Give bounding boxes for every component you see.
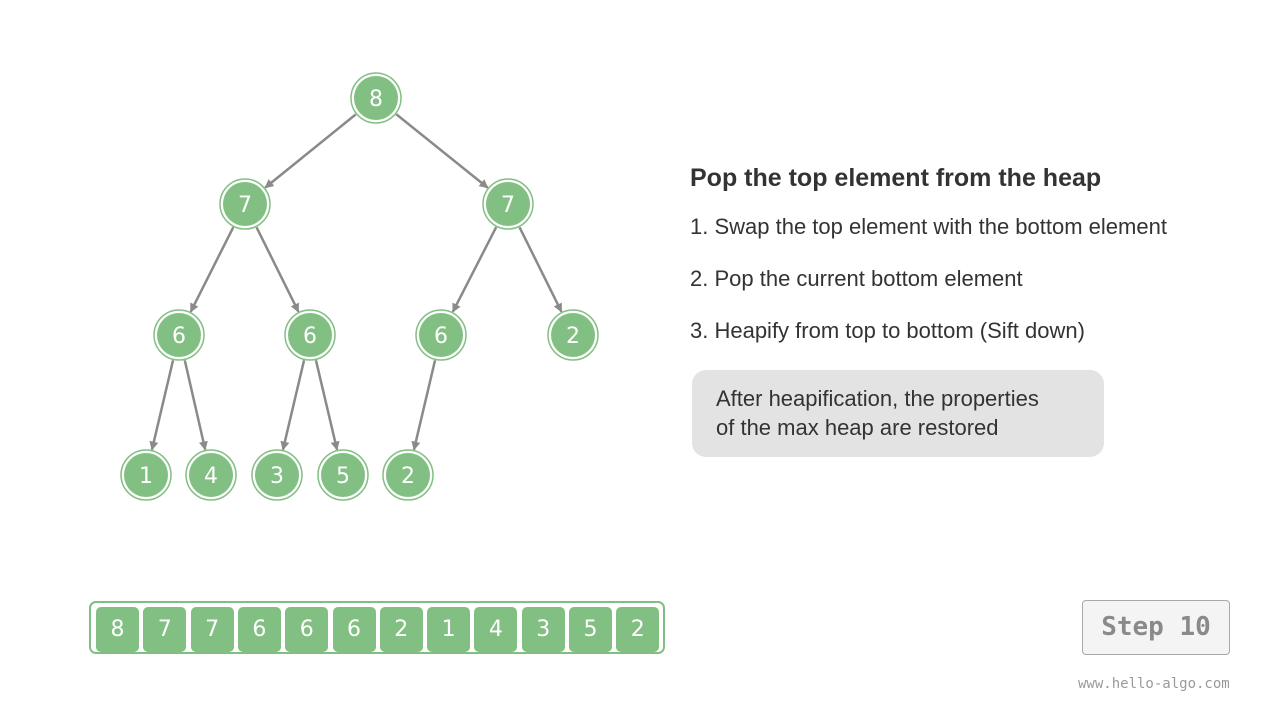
tree-edge [189, 226, 235, 313]
tree-node-circle [288, 313, 332, 357]
tree-node-value: 8 [369, 87, 383, 112]
tree-node: 7 [219, 178, 271, 230]
array-cell: 2 [616, 607, 660, 652]
array-cell: 6 [285, 607, 329, 652]
tree-node-value: 2 [401, 464, 415, 489]
tree-node-circle [124, 453, 168, 497]
tree-node-circle [486, 182, 530, 226]
note-callout: After heapification, the properties of t… [692, 370, 1104, 457]
array-cell: 7 [190, 607, 234, 652]
tree-node: 2 [382, 449, 434, 501]
tree-node: 6 [415, 309, 467, 361]
tree-node-circle [157, 313, 201, 357]
array-cell: 6 [237, 607, 281, 652]
array-cell: 8 [96, 607, 139, 652]
tree-node-value: 3 [270, 464, 284, 489]
tree-node-circle [255, 453, 299, 497]
tree-node-value: 5 [336, 464, 350, 489]
step-heapify-text: 3. Heapify from top to bottom (Sift down… [690, 318, 1085, 343]
tree-node-value: 6 [303, 324, 317, 349]
tree-edge [451, 226, 498, 313]
tree-node: 8 [350, 72, 402, 124]
tree-edge [518, 226, 563, 313]
tree-edge [255, 226, 300, 313]
tree-node: 1 [120, 449, 172, 501]
tree-node: 6 [284, 309, 336, 361]
array-cell: 7 [143, 607, 187, 652]
tree-edge [149, 360, 175, 451]
tree-node-circle [189, 453, 233, 497]
tree-node-value: 2 [566, 324, 580, 349]
tree-node: 4 [185, 449, 237, 501]
array-cell: 2 [379, 607, 423, 652]
tree-edge [264, 113, 357, 189]
tree-node-circle [419, 313, 463, 357]
tree-edge [183, 360, 208, 451]
tree-node-value: 1 [139, 464, 153, 489]
array-cell: 1 [427, 607, 471, 652]
tree-node-value: 6 [172, 324, 186, 349]
tree-edge [280, 360, 306, 451]
site-watermark: www.hello-algo.com [1078, 676, 1230, 692]
tree-node-circle [551, 313, 595, 357]
tree-node-circle [354, 76, 398, 120]
array-cell: 5 [569, 607, 612, 652]
tree-node-circle [386, 453, 430, 497]
tree-node-value: 6 [434, 324, 448, 349]
tree-node-value: 7 [238, 193, 252, 218]
tree-node: 6 [153, 309, 205, 361]
tree-edge [411, 360, 437, 451]
tree-node-circle [321, 453, 365, 497]
step-pop-text: 2. Pop the current bottom element [690, 266, 1023, 291]
tree-nodes: 8 7 7 6 6 6 2 1 4 3 5 2 [120, 72, 599, 501]
note-line-1: After heapification, the properties [716, 386, 1039, 411]
array-cell: 3 [521, 607, 565, 652]
tree-node: 5 [317, 449, 369, 501]
tree-node-circle [223, 182, 267, 226]
tree-node: 7 [482, 178, 534, 230]
tree-edges [149, 113, 563, 451]
tree-edge [395, 113, 489, 189]
step-indicator: Step 10 [1082, 600, 1230, 655]
tree-edge [314, 360, 340, 451]
panel-title: Pop the top element from the heap [690, 164, 1102, 192]
note-line-2: of the max heap are restored [716, 415, 999, 440]
tree-node: 3 [251, 449, 303, 501]
tree-node-value: 4 [204, 464, 218, 489]
step-swap-text: 1. Swap the top element with the bottom … [690, 214, 1167, 239]
array-cell: 4 [474, 607, 518, 652]
tree-node: 2 [547, 309, 599, 361]
tree-node-value: 7 [501, 193, 515, 218]
array-cell: 6 [332, 607, 376, 652]
